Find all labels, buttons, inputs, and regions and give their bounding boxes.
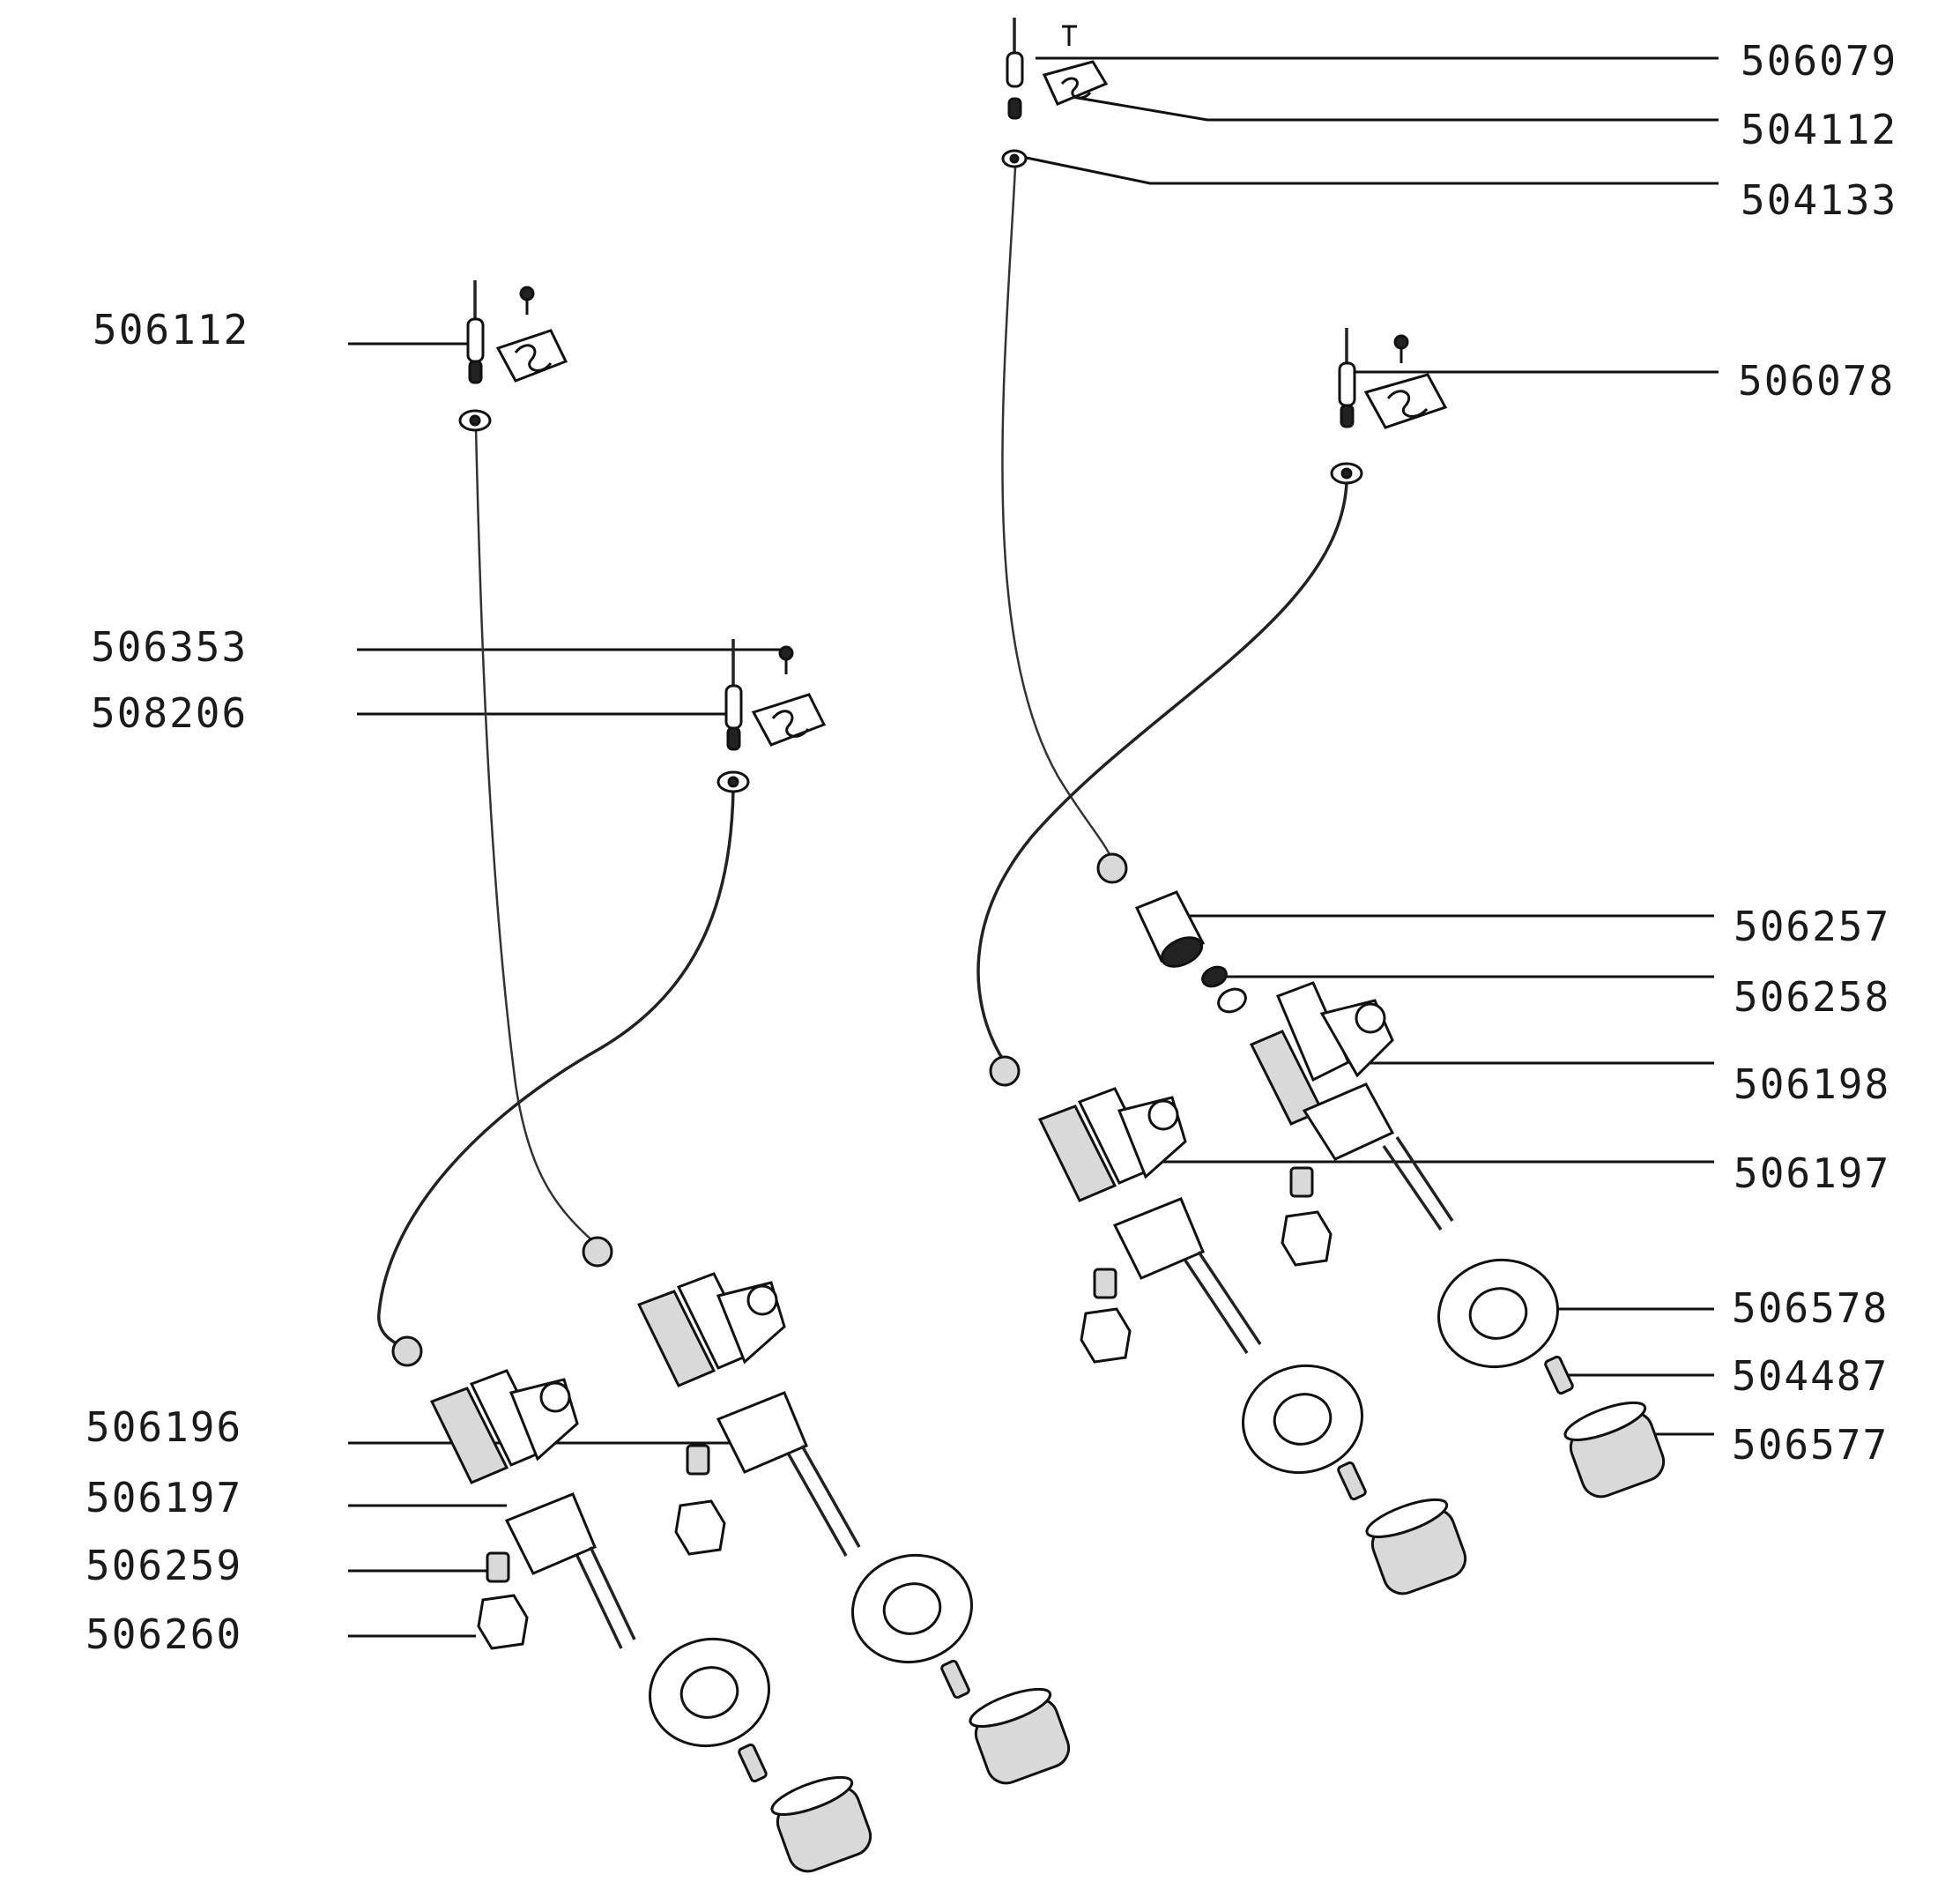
label-506353: 506353	[91, 623, 248, 671]
clip-504112	[1042, 60, 1109, 106]
label-506079: 506079	[1741, 37, 1897, 85]
valve-506196	[429, 1369, 636, 1649]
label-504112: 504112	[1741, 106, 1897, 153]
label-508206: 508206	[91, 689, 248, 737]
label-506197-right: 506197	[1734, 1149, 1890, 1197]
thermocouple-wires	[377, 167, 1348, 1350]
label-506578: 506578	[1732, 1284, 1889, 1332]
label-506197-left: 506197	[85, 1474, 242, 1521]
sensor-506079	[1001, 18, 1077, 168]
insert-506258	[1201, 965, 1247, 1014]
knob-right-right	[1563, 1401, 1666, 1499]
label-506260: 506260	[85, 1610, 242, 1658]
label-506259: 506259	[85, 1542, 242, 1589]
label-506198: 506198	[1734, 1060, 1890, 1108]
cap-506257	[1134, 890, 1206, 968]
sensor-506112	[458, 280, 568, 432]
label-504133: 504133	[1741, 176, 1897, 224]
set-screws	[486, 1166, 1574, 1783]
label-504487: 504487	[1732, 1352, 1889, 1400]
part-labels: 506079 504112 504133 506112 506078 50635…	[85, 37, 1897, 1658]
label-506577: 506577	[1732, 1421, 1889, 1469]
label-506258: 506258	[1734, 973, 1890, 1021]
knob-left-right	[969, 1687, 1071, 1785]
control-knobs	[770, 1401, 1666, 1873]
escutcheon-rings	[649, 1258, 1559, 1748]
valve-506198	[1249, 981, 1454, 1231]
label-506257: 506257	[1734, 903, 1890, 950]
hex-nuts	[477, 1210, 1333, 1650]
connector-nuts	[391, 852, 1128, 1367]
valve-506197-right	[1037, 1087, 1262, 1354]
sensor-508206	[716, 639, 827, 793]
label-506196: 506196	[85, 1403, 242, 1451]
knob-right-left	[1365, 1498, 1467, 1595]
label-506078: 506078	[1738, 357, 1895, 405]
knob-left-left	[770, 1775, 872, 1873]
sensor-506078	[1330, 328, 1448, 485]
label-506112: 506112	[93, 306, 249, 353]
valve-left-rear	[636, 1272, 861, 1557]
leader-lines	[348, 56, 1719, 1638]
